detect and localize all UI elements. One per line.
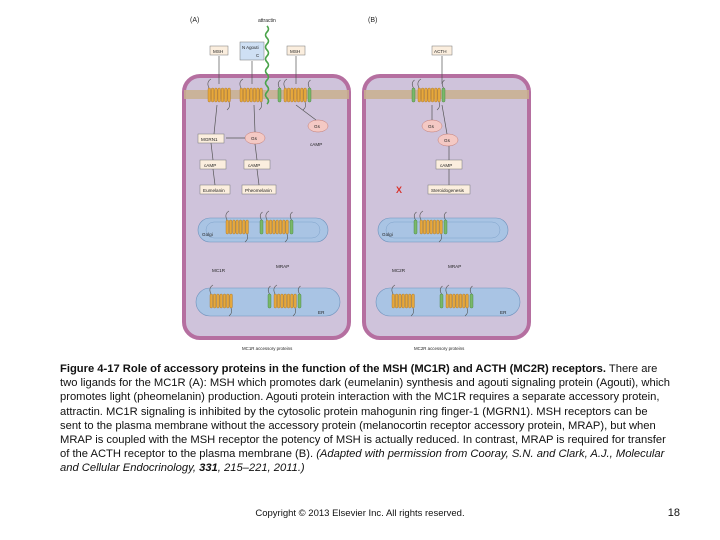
panel-b-label: (B) [368,17,377,24]
gs-label-a1: Gs [251,136,258,141]
golgi-label-b: Golgi [382,232,393,237]
receptor-figure: (A) (B) attractin MSH N Agouti C MSH ACT… [170,10,550,355]
plasma-membrane-a [184,90,349,99]
caption-volume: 331 [199,462,218,475]
msh-ligand-label-2: MSH [290,49,300,54]
golgi-label-a: Golgi [202,232,213,237]
gs-label-b2: Gs [444,138,451,143]
er-label-b: ER [500,310,507,315]
er-label-a: ER [318,310,325,315]
caption-body: There are two ligands for the MC1R (A): … [60,363,670,461]
gs-protein-a2 [307,119,329,133]
attractin-label: attractin [258,18,276,24]
eumelanin-label: Eumelanin [203,188,225,193]
mrap-label-b: MRAP [448,264,461,269]
caption-pages: , 215–221, 2011.) [217,462,305,475]
copyright-notice: Copyright © 2013 Elsevier Inc. All right… [255,508,465,519]
pheomelanin-label: Pheomelanin [245,188,272,193]
page-number: 18 [667,507,680,519]
golgi-b [377,217,509,243]
camp-label-a2: cAMP [310,142,322,147]
acth-ligand-label: ACTH [434,49,447,54]
attractin-strand [264,25,270,105]
signal-arrows-b [431,104,450,185]
agouti-c-label: C [256,53,259,58]
plasma-membrane-b [364,90,529,99]
mgrn1-label: MGRN1 [201,137,218,142]
msh-ligand-box [209,45,229,56]
cell-b [362,74,531,340]
caption-citation: (Adapted with permission from Cooray, S.… [60,448,665,475]
acth-ligand-box [431,45,453,56]
steroidogenesis-label: Steroidogenesis [431,188,465,193]
camp-label-a1: cAMP [204,163,216,168]
n-agouti-label: N Agouti [242,45,259,50]
agouti-box [239,41,265,61]
caption-title: Figure 4-17 Role of accessory proteins i… [60,363,606,375]
mrap-label-a: MRAP [276,264,289,269]
gs-label-a2: Gs [314,124,321,129]
panel-b-footer: MC2R accessory proteins [414,346,465,351]
panel-a-label: (A) [190,17,199,24]
msh-ligand-label: MSH [213,49,223,54]
figure-caption: Figure 4-17 Role of accessory proteins i… [60,362,670,476]
cell-a [182,74,351,340]
block-mark: X [396,185,402,195]
gs-label-b1: Gs [428,124,435,129]
mc1r-label: MC1R [212,268,226,273]
mc2r-label: MC2R [392,268,406,273]
panel-a-footer: MC1R accessory proteins [242,346,293,351]
signal-arrows-a [210,104,317,186]
camp-label-b: cAMP [440,163,452,168]
ligand-arrows [218,56,443,84]
gs-protein-b2 [437,133,459,147]
msh-ligand-box-2 [286,45,306,56]
camp-label-a3: cAMP [248,163,260,168]
